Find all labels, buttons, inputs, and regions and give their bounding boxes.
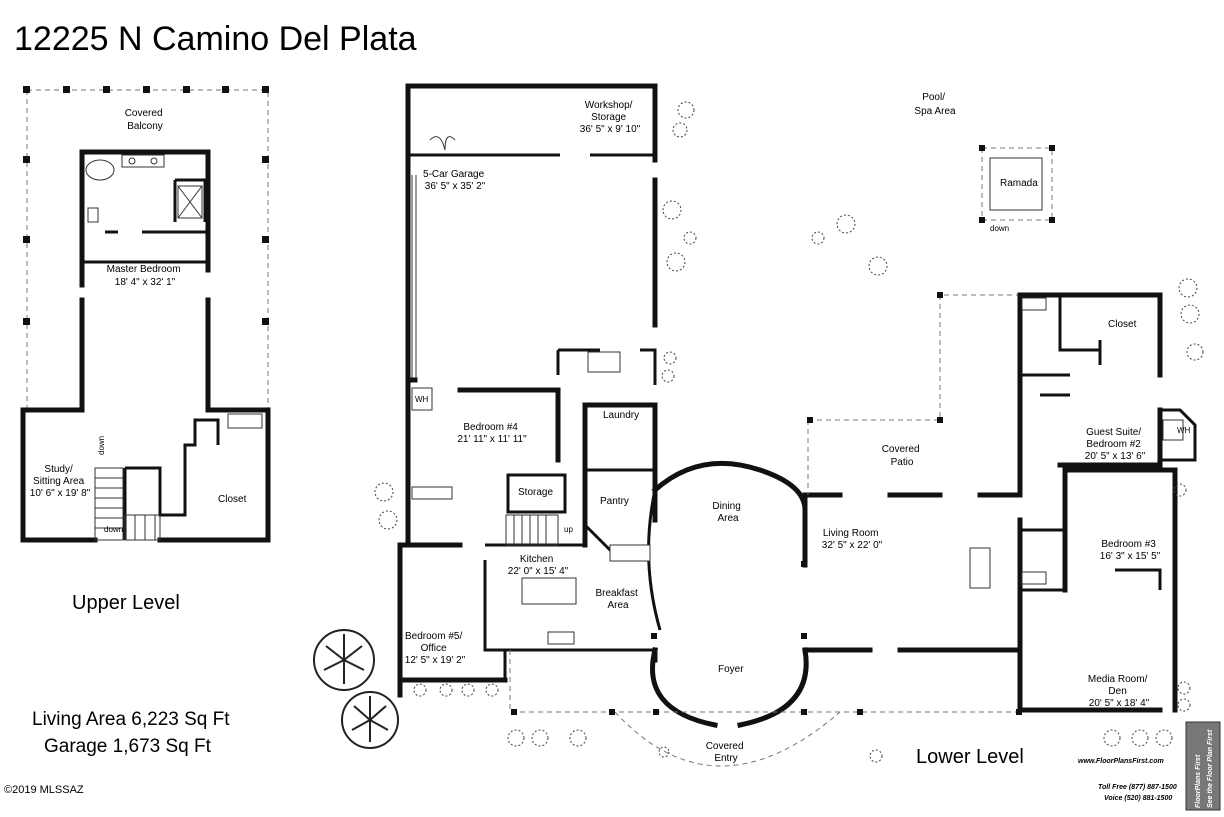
living-area-label: Living Area 6,223 Sq Ft — [32, 709, 230, 730]
pantry-label: Pantry — [600, 496, 629, 507]
workshop-label: Workshop/ Storage 36' 5" x 9' 10" — [580, 100, 641, 135]
water-heater-garage-label: WH — [415, 395, 429, 404]
media-room-label: Media Room/ Den 20' 5" x 18' 4" — [1088, 674, 1150, 709]
brand-toll-free: Toll Free (877) 887-1500 — [1098, 784, 1177, 791]
bedroom3-label: Bedroom #3 16' 3" x 15' 5" — [1100, 539, 1161, 562]
brand-side-logo: FloorPlans First — [1195, 754, 1202, 808]
study-label: Study/ Sitting Area 10' 6" x 19' 8" — [30, 464, 91, 499]
foyer-label: Foyer — [718, 664, 744, 675]
laundry-label: Laundry — [603, 410, 639, 421]
guest-suite-label: Guest Suite/ Bedroom #2 20' 5" x 13' 6" — [1085, 427, 1146, 462]
landscape-shrubs — [374, 101, 1204, 763]
storage-label: Storage — [518, 487, 553, 498]
page-title: 12225 N Camino Del Plata — [14, 20, 417, 58]
brand-side-tagline: See the Floor Plan First — [1207, 729, 1214, 808]
covered-entry-label: Covered Entry — [706, 741, 747, 764]
ramada-down-label: down — [990, 224, 1009, 233]
lower-level-label: Lower Level — [916, 746, 1024, 768]
down-label-upper-stair: down — [104, 525, 123, 534]
upper-closet-label: Closet — [218, 494, 247, 505]
landscape-trees — [313, 629, 399, 749]
garage-area-label: Garage 1,673 Sq Ft — [44, 736, 212, 757]
dining-label: Dining Area — [712, 501, 743, 524]
bedroom5-label: Bedroom #5/ Office 12' 5" x 19' 2" — [405, 631, 466, 666]
covered-balcony-label: Covered Balcony — [125, 108, 166, 132]
covered-patio-label: Covered Patio — [882, 444, 923, 468]
brand-voice: Voice (520) 881-1500 — [1104, 795, 1172, 802]
breakfast-label: Breakfast Area — [595, 588, 640, 611]
copyright-label: ©2019 MLSSAZ — [4, 784, 84, 796]
ramada-label: Ramada — [1000, 178, 1038, 189]
water-heater-guest-label: WH — [1177, 426, 1191, 435]
pool-label: Pool/ Spa Area — [914, 92, 956, 117]
garage-label: 5-Car Garage 36' 5" x 35' 2" — [423, 169, 487, 192]
upper-level-label: Upper Level — [72, 592, 180, 614]
down-label-study: down — [97, 436, 106, 455]
living-room-label: Living Room 32' 5" x 22' 0" — [822, 528, 883, 551]
guest-closet-label: Closet — [1108, 319, 1137, 330]
floorplans-first-branding: FloorPlans First See the Floor Plan Firs… — [1078, 721, 1221, 811]
bedroom4-label: Bedroom #4 21' 11" x 11' 11" — [457, 422, 527, 445]
brand-website: www.FloorPlansFirst.com — [1078, 758, 1164, 765]
lower-level-plan: up down WH WH Workshop/ Storage 36' 5" x… — [397, 83, 1197, 767]
kitchen-label: Kitchen 22' 0" x 15' 4" — [508, 554, 569, 577]
master-bedroom-label: Master Bedroom 18' 4" x 32' 1" — [107, 264, 184, 288]
up-label-kitchen: up — [564, 525, 573, 534]
upper-level-plan: down down Covered Balcony Master Bedroom… — [20, 86, 271, 543]
